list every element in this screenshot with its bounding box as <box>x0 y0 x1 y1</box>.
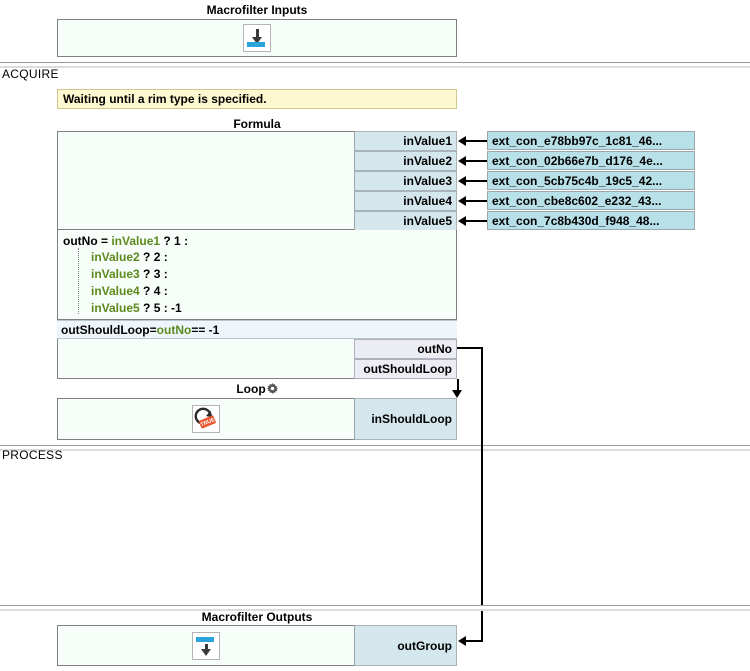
wire-extcon-4 <box>466 200 487 202</box>
wire-outNo-start <box>457 347 483 349</box>
wire-arrow-inShouldLoop <box>452 390 462 398</box>
macrofilter-outputs-title: Macrofilter Outputs <box>201 610 313 624</box>
bar-with-down-arrow-icon[interactable] <box>191 631 220 660</box>
wire-arrow-extcon-5 <box>458 216 466 226</box>
wire-extcon-1 <box>466 140 487 142</box>
wire-outShouldLoop-to-inShouldLoop <box>457 379 459 391</box>
formula-line-1-op: = <box>101 234 112 248</box>
section-label-process: PROCESS <box>2 448 63 462</box>
formula-line-5-ident: inValue5 <box>91 301 140 315</box>
wire-extcon-3 <box>466 180 487 182</box>
external-connector-1[interactable]: ext_con_e78bb97c_1c81_46... <box>487 131 695 150</box>
formula-port-outNo[interactable]: outNo <box>354 339 457 359</box>
formula-line-1-lhs: outNo <box>63 234 98 248</box>
loop-true-icon[interactable]: TRUE <box>191 405 220 433</box>
formula-port-outShouldLoop[interactable]: outShouldLoop <box>354 359 457 379</box>
macrofilter-inputs-icon-row <box>58 20 456 56</box>
formula-line-3-tail: ? 3 : <box>143 267 168 281</box>
formula-line-5[interactable]: inValue5 ? 5 : -1 <box>87 299 182 318</box>
formula-line-outShouldLoop[interactable]: outShouldLoop = outNo == -1 <box>57 320 457 339</box>
formula-port-inValue5[interactable]: inValue5 <box>354 211 457 231</box>
formula-line-outShouldLoop-ident: outNo <box>156 322 192 337</box>
formula-line-5-tail: ? 5 : -1 <box>143 301 182 315</box>
formula-line-1-ident: inValue1 <box>111 234 161 248</box>
wire-extcon-5 <box>466 220 487 222</box>
section-label-acquire: ACQUIRE <box>2 67 59 81</box>
down-arrow-into-bar-icon[interactable] <box>243 24 271 52</box>
macrofilter-inputs-title: Macrofilter Inputs <box>206 3 308 17</box>
loop-title-text: Loop <box>236 382 266 396</box>
formula-line-2-tail: ? 2 : <box>143 250 168 264</box>
formula-line-4-ident: inValue4 <box>91 284 140 298</box>
status-warning-banner: Waiting until a rim type is specified. <box>57 89 457 109</box>
svg-text:TRUE: TRUE <box>199 417 215 428</box>
gear-icon[interactable] <box>266 383 278 397</box>
formula-line-1[interactable]: outNo = inValue1 ? 1 : <box>59 232 188 251</box>
formula-line-2[interactable]: inValue2 ? 2 : <box>87 248 168 267</box>
formula-line-4-tail: ? 4 : <box>143 284 168 298</box>
formula-line-3-ident: inValue3 <box>91 267 140 281</box>
formula-title: Formula <box>233 117 281 131</box>
loop-title: Loop <box>57 382 457 397</box>
formula-expression-block[interactable] <box>57 230 457 320</box>
formula-port-inValue2[interactable]: inValue2 <box>354 151 457 171</box>
section-divider-outputs <box>0 605 750 611</box>
formula-line-outShouldLoop-tail: == -1 <box>191 322 220 337</box>
formula-line-outShouldLoop-op: = <box>149 322 157 337</box>
wire-arrow-outGroup <box>458 636 466 646</box>
external-connector-2[interactable]: ext_con_02b66e7b_d176_4e... <box>487 151 695 170</box>
section-divider-process <box>0 445 750 451</box>
wire-arrow-extcon-4 <box>458 196 466 206</box>
formula-line-3[interactable]: inValue3 ? 3 : <box>87 265 168 284</box>
section-divider-acquire <box>0 62 750 68</box>
formula-indent-guide <box>78 248 79 314</box>
formula-line-1-tail: ? 1 : <box>163 234 189 248</box>
loop-port-inShouldLoop[interactable]: inShouldLoop <box>354 398 457 440</box>
formula-port-inValue3[interactable]: inValue3 <box>354 171 457 191</box>
macrofilter-outputs-icon-row <box>58 626 456 665</box>
formula-port-inValue4[interactable]: inValue4 <box>354 191 457 211</box>
wire-outNo-vertical <box>481 347 483 641</box>
formula-line-outShouldLoop-lhs: outShouldLoop <box>61 322 150 337</box>
wire-arrow-extcon-2 <box>458 156 466 166</box>
macrofilter-inputs-block[interactable] <box>57 19 457 57</box>
macrofilter-outputs-port-outGroup[interactable]: outGroup <box>354 625 457 666</box>
external-connector-5[interactable]: ext_con_7c8b430d_f948_48... <box>487 211 695 230</box>
formula-line-4[interactable]: inValue4 ? 4 : <box>87 282 168 301</box>
wire-outNo-end <box>466 640 483 642</box>
formula-port-inValue1[interactable]: inValue1 <box>354 131 457 151</box>
wire-arrow-extcon-1 <box>458 136 466 146</box>
formula-line-2-ident: inValue2 <box>91 250 140 264</box>
wire-arrow-extcon-3 <box>458 176 466 186</box>
external-connector-3[interactable]: ext_con_5cb75c4b_19c5_42... <box>487 171 695 190</box>
external-connector-4[interactable]: ext_con_cbe8c602_e232_43... <box>487 191 695 210</box>
wire-extcon-2 <box>466 160 487 162</box>
loop-icon-row: TRUE <box>58 399 456 439</box>
